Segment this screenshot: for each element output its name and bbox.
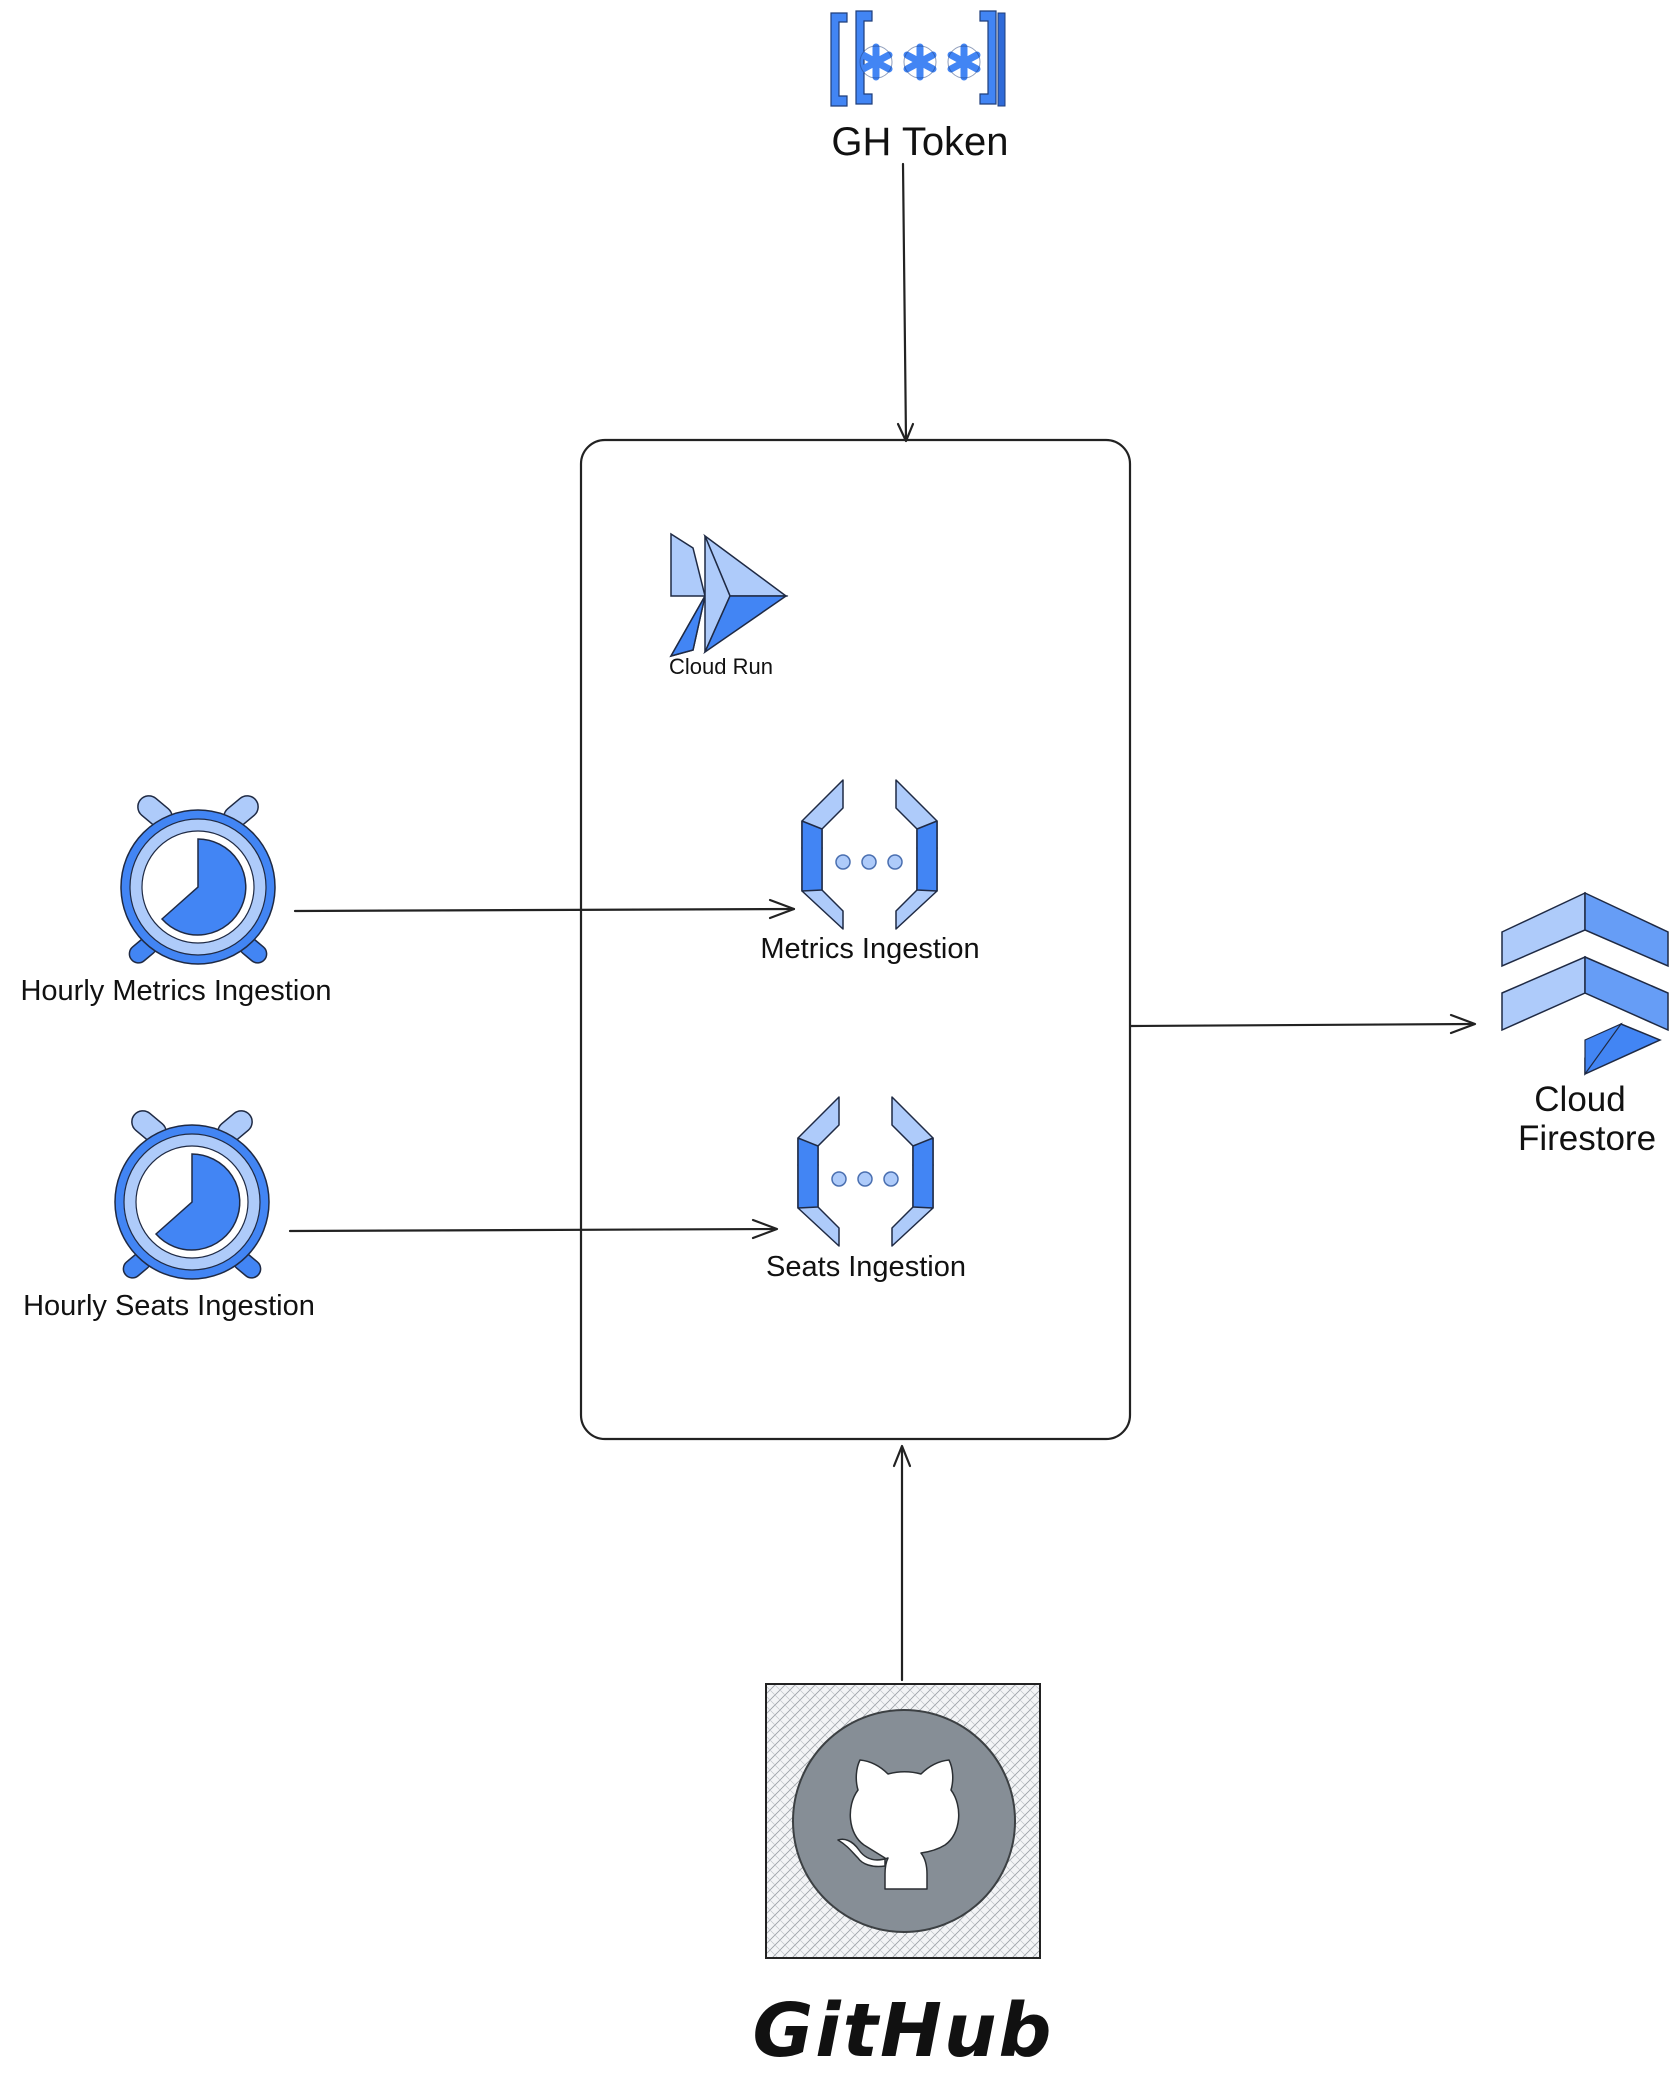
firestore-node[interactable]: Cloud Firestore — [1501, 891, 1669, 1158]
edge-hourly-seats-to-seats — [288, 1218, 779, 1240]
gh-token-node[interactable]: GH Token — [830, 10, 1009, 164]
firestore-label-line1: Cloud — [1534, 1080, 1625, 1119]
seats-ingestion-node[interactable]: Seats Ingestion — [766, 1096, 966, 1283]
cloud-run-label: Cloud Run — [669, 654, 773, 679]
cloud-run-box — [579, 438, 1132, 1441]
api-service-icon — [801, 779, 938, 930]
github-octocat-icon — [792, 1709, 1016, 1933]
secret-manager-icon — [830, 10, 1006, 107]
alarm-clock-icon — [120, 795, 276, 965]
github-label: GitHub — [752, 1988, 1053, 2074]
cloud-run-icon — [669, 532, 789, 658]
api-service-icon — [797, 1096, 934, 1247]
hourly-metrics-node[interactable]: Hourly Metrics Ingestion — [20, 791, 332, 1007]
cloud-run-container[interactable]: Cloud Run Metrics Ingestion — [579, 438, 1132, 1441]
metrics-ingestion-label: Metrics Ingestion — [760, 933, 979, 965]
edge-hourly-metrics-to-metrics — [293, 898, 796, 920]
firestore-label-line2: Firestore — [1518, 1119, 1656, 1158]
gh-token-label: GH Token — [831, 120, 1008, 164]
github-node[interactable]: GitHub — [752, 1683, 1053, 2074]
metrics-ingestion-node[interactable]: Metrics Ingestion — [760, 779, 980, 965]
hourly-seats-node[interactable]: Hourly Seats Ingestion — [23, 1106, 315, 1322]
edge-token-to-cloudrun — [896, 162, 915, 443]
firestore-icon — [1501, 891, 1669, 1076]
seats-ingestion-label: Seats Ingestion — [766, 1251, 966, 1283]
alarm-clock-icon — [114, 1110, 270, 1280]
edge-cloudrun-to-firestore — [1129, 1013, 1477, 1035]
hourly-metrics-label: Hourly Metrics Ingestion — [20, 975, 331, 1007]
edge-github-to-cloudrun — [892, 1444, 912, 1682]
hourly-seats-label: Hourly Seats Ingestion — [23, 1290, 315, 1322]
